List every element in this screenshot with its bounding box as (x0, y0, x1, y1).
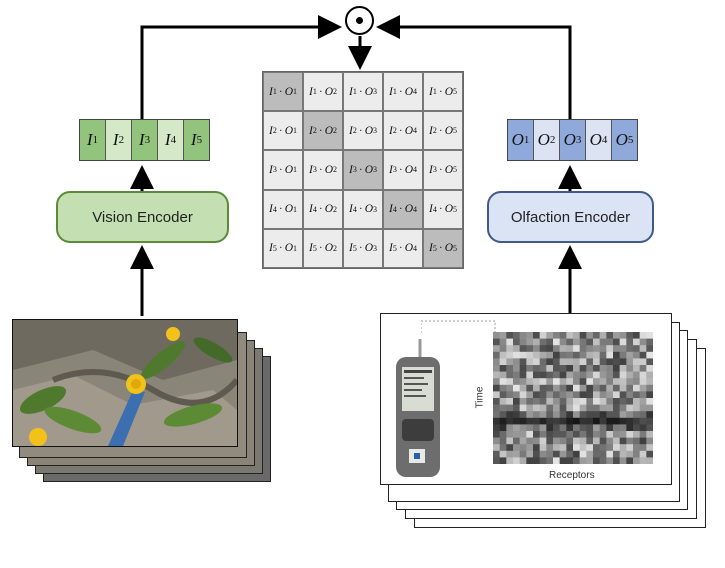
dot-product-operator (345, 6, 374, 35)
sensor-device (396, 339, 440, 477)
heatmap-xlabel: Receptors (549, 470, 595, 481)
arrow-olfaction-embeddings-to-operator (376, 15, 572, 119)
receptor-heatmap (493, 332, 654, 465)
heatmap-ylabel: Time (474, 386, 486, 409)
plant-photo (12, 319, 238, 447)
sample-card-front: Time Receptors (380, 313, 672, 485)
arrow-image-embeddings-to-operator (140, 15, 342, 119)
olfaction-encoder: Olfaction Encoder (487, 191, 654, 243)
vision-encoder: Vision Encoder (56, 191, 229, 243)
dot-icon (356, 17, 363, 24)
sensor-connector (421, 320, 496, 333)
